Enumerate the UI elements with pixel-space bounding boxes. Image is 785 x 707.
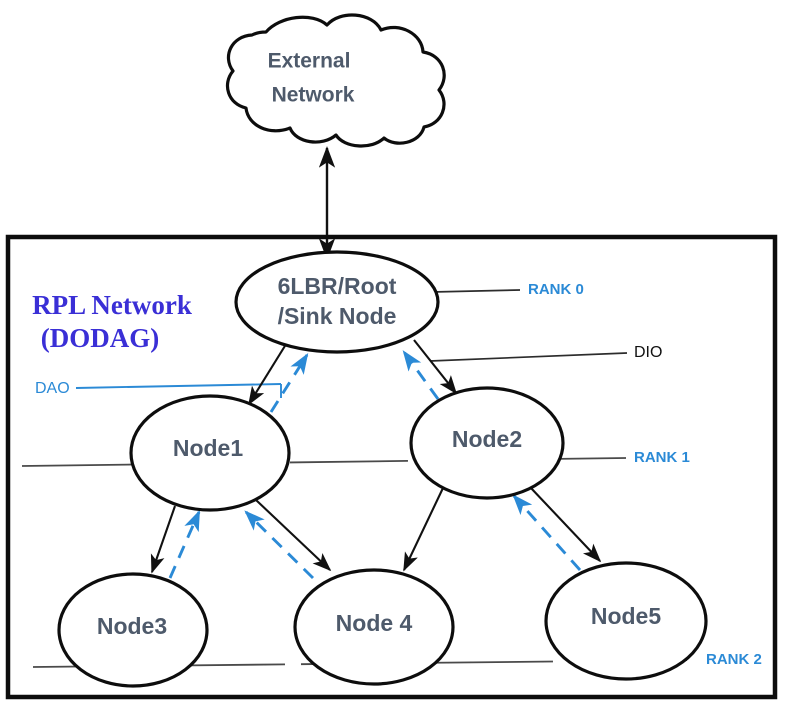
node-node2[interactable]: Node2 [409, 386, 565, 500]
node-node2-ellipse[interactable] [409, 386, 565, 500]
dio-leader-line [429, 352, 628, 362]
node-root-label-line1: 6LBR/Root [278, 273, 397, 299]
edge-node1-node3 [150, 505, 201, 579]
dio-arrow-root-node1 [248, 340, 289, 406]
dio-arrow-root-node2 [413, 339, 458, 395]
dao-label: DAO [35, 380, 70, 397]
cloud-label-line1: External [268, 50, 351, 73]
rpl-network-label-line2: (DODAG) [41, 323, 159, 353]
node-root-label-line2: /Sink Node [278, 303, 397, 329]
cloud-label-line2: Network [272, 84, 355, 107]
node-node1-label: Node1 [173, 435, 244, 461]
node-node3-ellipse[interactable] [57, 572, 209, 688]
edge-root-node1 [248, 340, 309, 413]
rank-2-label: RANK 2 [706, 651, 762, 668]
node-node1[interactable]: Node1 [129, 394, 291, 512]
node-node1-ellipse[interactable] [129, 394, 291, 512]
dao-arrow-node5-node2 [512, 494, 582, 571]
cloud-shape-outline [225, 13, 446, 148]
rank-0-label: RANK 0 [528, 281, 584, 298]
node-node4-ellipse[interactable] [293, 568, 455, 686]
node-node5[interactable]: Node5 [544, 561, 708, 681]
dio-label: DIO [634, 344, 662, 361]
dao-leader-line [75, 383, 282, 389]
dio-arrow-node2-node4 [403, 487, 444, 572]
node-root[interactable]: 6LBR/Root /Sink Node [234, 250, 440, 354]
edge-root-node2 [402, 339, 458, 400]
rpl-network-boundary [5, 234, 778, 700]
node-node3[interactable]: Node3 [57, 572, 209, 688]
edge-node2-node4 [403, 487, 444, 572]
dio-arrow-node1-node4 [255, 499, 332, 572]
node-node5-label: Node5 [591, 603, 662, 629]
dio-arrow-node1-node3 [150, 505, 176, 574]
rank-0-leader-line [431, 289, 521, 293]
node-node4[interactable]: Node 4 [293, 568, 455, 686]
edge-node2-node5 [512, 486, 602, 571]
node-node5-ellipse[interactable] [544, 561, 708, 681]
dao-arrow-node3-node1 [168, 509, 201, 579]
node-node4-label: Node 4 [336, 610, 413, 636]
node-node2-label: Node2 [452, 426, 522, 452]
dio-arrow-node2-node5 [529, 486, 602, 563]
node-root-ellipse[interactable] [234, 250, 440, 354]
rank-1-label: RANK 1 [634, 449, 690, 466]
dao-arrow-node2-root [402, 350, 440, 400]
edge-node1-node4 [244, 499, 332, 580]
external-network-cloud: External Network [225, 13, 446, 148]
node-node3-label: Node3 [97, 613, 167, 639]
dao-arrow-node4-node1 [244, 510, 315, 580]
rpl-network-label-line1: RPL Network [32, 290, 192, 320]
dao-arrow-node1-root [269, 353, 309, 413]
